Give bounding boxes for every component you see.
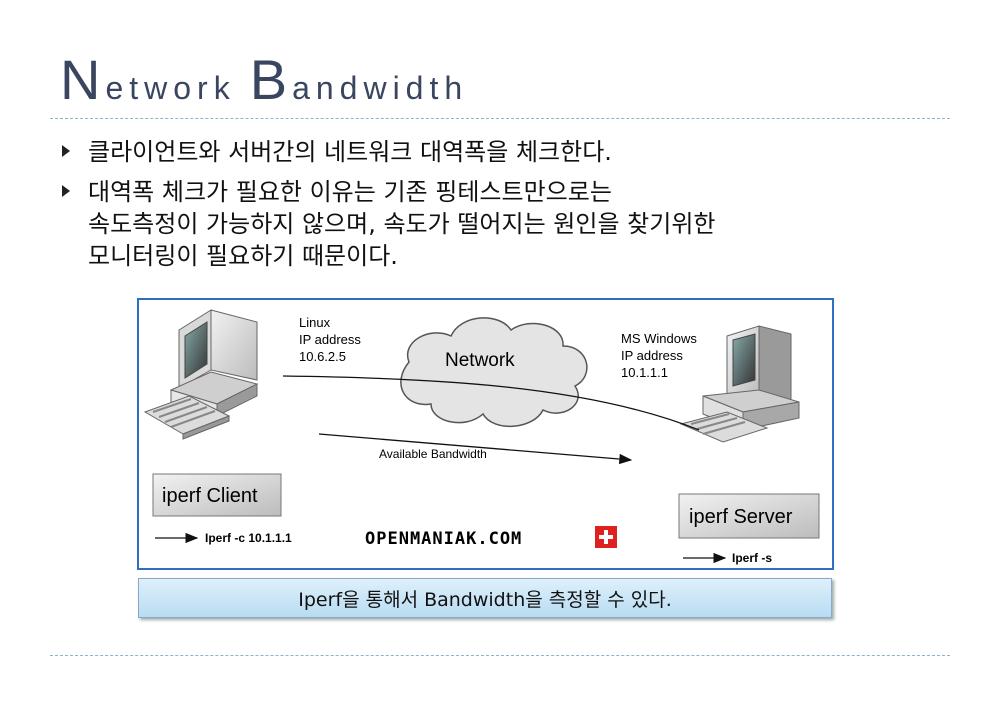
title-w2-rest: andwidth — [292, 70, 469, 106]
server-computer-icon — [679, 325, 800, 443]
iperf-client-label: iperf Client — [162, 485, 258, 507]
network-diagram: Linux IP address 10.6.2.5 MS Windows IP … — [137, 298, 834, 570]
bottom-divider — [50, 655, 950, 656]
cloud-label: Network — [445, 350, 515, 371]
title-w1-rest: etwork — [105, 70, 236, 106]
client-os-label: Linux — [299, 315, 331, 330]
client-ip-label: IP address — [299, 332, 361, 347]
bandwidth-arrow — [318, 433, 633, 465]
bullet-line: 클라이언트와 서버간의 네트워크 대역폭을 체크한다. — [88, 138, 612, 166]
bullet-item: 대역폭 체크가 필요한 이유는 기존 핑테스트만으로는 속도측정이 가능하지 않… — [62, 176, 942, 272]
network-connection-line — [282, 375, 700, 431]
caption-text: Iperf을 통해서 Bandwidth을 측정할 수 있다. — [298, 588, 672, 611]
bullet-line: 모니터링이 필요하기 때문이다. — [88, 242, 398, 270]
title-w1-cap: N — [60, 48, 106, 111]
brand-logo: OPENMANIAK.COM — [365, 529, 522, 549]
bullet-item: 클라이언트와 서버간의 네트워크 대역폭을 체크한다. — [62, 136, 942, 168]
client-command: Iperf -c 10.1.1.1 — [205, 531, 292, 545]
iperf-server-label: iperf Server — [689, 506, 793, 528]
server-ip-value: 10.1.1.1 — [621, 365, 668, 380]
caption-box: Iperf을 통해서 Bandwidth을 측정할 수 있다. — [138, 578, 832, 618]
server-command: Iperf -s — [732, 551, 772, 565]
bullet-triangle-icon — [62, 145, 70, 157]
client-ip-value: 10.6.2.5 — [299, 349, 346, 364]
title-w2-cap: B — [249, 48, 293, 111]
network-cloud-icon — [400, 317, 588, 427]
top-divider — [50, 118, 950, 119]
bullet-line: 속도측정이 가능하지 않으며, 속도가 떨어지는 원인을 찾기위한 — [88, 210, 716, 238]
iperf-client-box — [152, 473, 282, 517]
iperf-server-box — [678, 493, 820, 539]
client-computer-icon — [143, 309, 259, 440]
server-os-label: MS Windows — [621, 331, 697, 346]
bullet-list: 클라이언트와 서버간의 네트워크 대역폭을 체크한다. 대역폭 체크가 필요한 … — [62, 136, 942, 280]
server-ip-label: IP address — [621, 348, 683, 363]
bandwidth-label: Available Bandwidth — [379, 447, 487, 461]
bullet-triangle-icon — [62, 185, 70, 197]
bullet-line: 대역폭 체크가 필요한 이유는 기존 핑테스트만으로는 — [88, 178, 612, 206]
